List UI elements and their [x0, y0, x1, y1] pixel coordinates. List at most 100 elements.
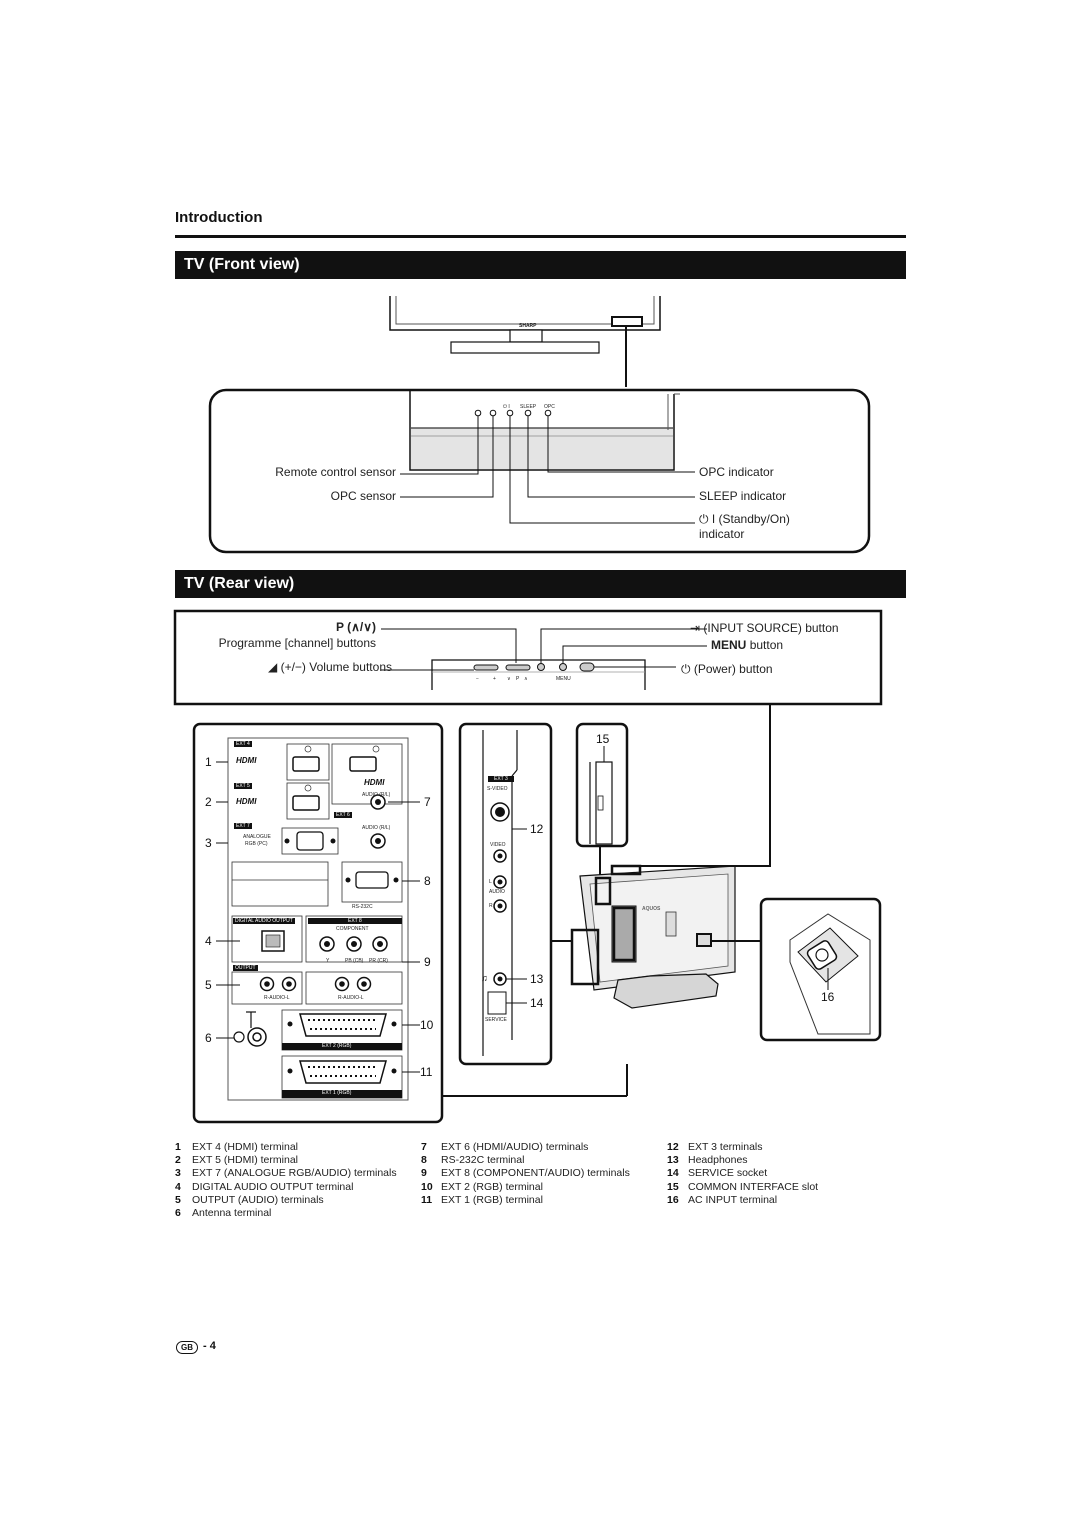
sleep-indicator-label: SLEEP indicator: [699, 489, 787, 503]
s-video-label: S-VIDEO: [487, 786, 508, 792]
menu-button-label: MENU button: [711, 638, 783, 652]
callout-15: 15: [596, 732, 610, 746]
ext6-audio-label: AUDIO (R/L): [362, 792, 391, 798]
callout-5: 5: [205, 978, 212, 992]
region-badge: GB: [176, 1341, 198, 1354]
power-button-text: (Power) button: [693, 662, 773, 676]
callout-1: 1: [205, 755, 212, 769]
audio-l-label: L: [489, 879, 492, 885]
rs232c-label: RS-232C: [352, 904, 373, 910]
strip-minus: −: [476, 676, 479, 682]
video-label: VIDEO: [490, 842, 506, 848]
standby-indicator-label: ⏻ I (Standby/On): [699, 512, 790, 527]
component-label: COMPONENT: [336, 926, 369, 932]
component-pb-label: PB (CB): [345, 958, 364, 964]
volume-icon: ◢: [268, 660, 278, 674]
input-source-text: (INPUT SOURCE) button: [703, 621, 839, 635]
ext6-tag: EXT 6: [334, 812, 352, 818]
standby-label-text: I (Standby/On): [711, 512, 790, 526]
callout-14: 14: [530, 996, 544, 1010]
ext7-audio-label: AUDIO (R/L): [362, 825, 391, 831]
remote-sensor-label: Remote control sensor: [275, 465, 396, 479]
aquos-logo: AQUOS: [642, 906, 661, 912]
ext2-rgb-label: EXT 2 (RGB): [322, 1043, 352, 1049]
hdmi-logo-2: HDMI: [236, 797, 257, 806]
callout-2: 2: [205, 795, 212, 809]
tv-rear-sketch: [551, 864, 736, 1009]
input-source-icon: ⇥: [690, 621, 701, 635]
callout-12: 12: [530, 822, 544, 836]
ext4-tag: EXT 4: [234, 741, 252, 747]
volume-buttons-text: Volume buttons: [309, 660, 392, 674]
led-label-sleep: SLEEP: [520, 404, 537, 410]
ext8-tag: EXT 8: [308, 918, 402, 924]
power-button-label: ⏻ (Power) button: [681, 662, 773, 677]
callout-10: 10: [420, 1018, 434, 1032]
ext5-tag: EXT 5: [234, 783, 252, 789]
rear-view-title: TV (Rear view): [175, 570, 906, 598]
volume-symbol: (+/−): [280, 660, 306, 674]
rgb-pc-label: RGB (PC): [245, 841, 268, 847]
callout-8: 8: [424, 874, 431, 888]
section-heading: Introduction: [175, 209, 263, 226]
led-label-opc: OPC: [544, 404, 555, 410]
front-view-title: TV (Front view): [175, 251, 906, 279]
control-strip: [431, 659, 646, 690]
component-audio-label: R-AUDIO-L: [338, 995, 364, 1001]
service-label: SERVICE: [485, 1017, 507, 1023]
led-label-standby: ⏻ I: [503, 404, 510, 410]
brand-logo: SHARP: [519, 323, 537, 329]
strip-p: P: [516, 676, 520, 682]
menu-text: button: [749, 638, 784, 652]
standby-indicator-label-2: indicator: [699, 527, 745, 541]
strip-plus: +: [493, 676, 496, 682]
menu-bold: MENU: [711, 638, 747, 652]
analogue-label: ANALOGUE: [243, 834, 271, 840]
tv-front-sketch: [389, 296, 661, 387]
strip-menu: MENU: [556, 676, 571, 682]
callout-16: 16: [821, 990, 835, 1004]
component-pr-label: PR (CR): [369, 958, 388, 964]
component-y-label: Y: [326, 958, 330, 964]
heading-rule: [175, 235, 906, 238]
callout-13: 13: [530, 972, 544, 986]
callout-9: 9: [424, 955, 431, 969]
headphones-icon: ♫: [481, 973, 488, 983]
hdmi-logo-6: HDMI: [364, 778, 385, 787]
power-icon: ⏻: [699, 512, 709, 526]
ext3-tag: EXT 3: [488, 776, 514, 782]
strip-down: ∨: [507, 676, 511, 682]
hdmi-logo-1: HDMI: [236, 756, 257, 765]
programme-symbol-label: P (∧/∨): [335, 620, 376, 634]
callout-3: 3: [205, 836, 212, 850]
output-audio-label: R-AUDIO-L: [264, 995, 290, 1001]
power-button-icon: ⏻: [681, 662, 691, 676]
callout-7: 7: [424, 795, 431, 809]
output-tag: OUTPUT: [233, 965, 258, 971]
opc-indicator-label: OPC indicator: [699, 465, 774, 479]
strip-up: ∧: [524, 676, 528, 682]
digital-audio-output-tag: DIGITAL AUDIO OUTPUT: [233, 918, 295, 924]
audio-r-label: R: [489, 903, 493, 909]
callout-6: 6: [205, 1031, 212, 1045]
callout-4: 4: [205, 934, 212, 948]
